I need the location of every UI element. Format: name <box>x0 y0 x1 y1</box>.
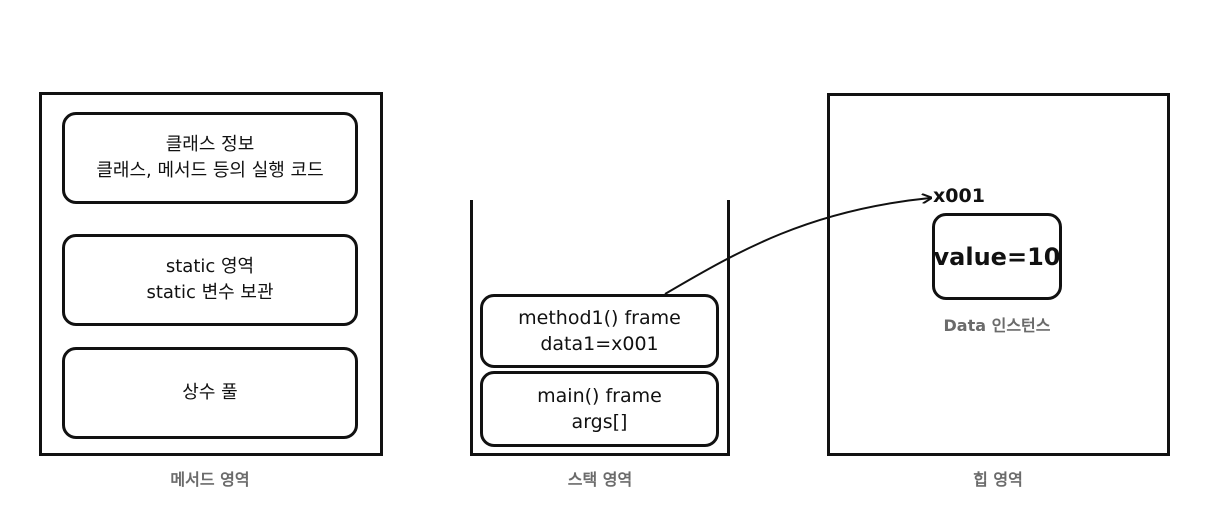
constant-pool-box: 상수 풀 <box>62 347 358 439</box>
stack-frame-method1: method1() frame data1=x001 <box>480 294 719 368</box>
method-area-label: 메서드 영역 <box>170 470 250 489</box>
heap-area-label: 힙 영역 <box>973 470 1023 489</box>
data-instance-box: value=10 <box>932 213 1062 300</box>
stack-frame-method1-title: method1() frame <box>518 307 681 329</box>
stack-frame-main: main() frame args[] <box>480 371 719 447</box>
stack-frame-method1-var: data1=x001 <box>540 333 659 355</box>
static-area-title: static 영역 <box>165 256 255 277</box>
static-area-desc: static 변수 보관 <box>146 282 274 303</box>
instance-value: value=10 <box>933 242 1061 271</box>
instance-address: x001 <box>933 185 985 207</box>
data-instance-label: Data 인스턴스 <box>943 316 1051 335</box>
class-info-title: 클래스 정보 <box>165 134 255 155</box>
stack-frame-main-title: main() frame <box>537 385 662 407</box>
method-area <box>39 92 383 456</box>
stack-area <box>470 200 730 456</box>
static-area-box: static 영역 static 변수 보관 <box>62 234 358 326</box>
class-info-desc: 클래스, 메서드 등의 실행 코드 <box>96 160 324 181</box>
constant-pool-title: 상수 풀 <box>182 382 238 403</box>
stack-area-label: 스택 영역 <box>567 470 633 489</box>
stack-frame-main-var: args[] <box>571 411 628 433</box>
class-info-box: 클래스 정보 클래스, 메서드 등의 실행 코드 <box>62 112 358 204</box>
